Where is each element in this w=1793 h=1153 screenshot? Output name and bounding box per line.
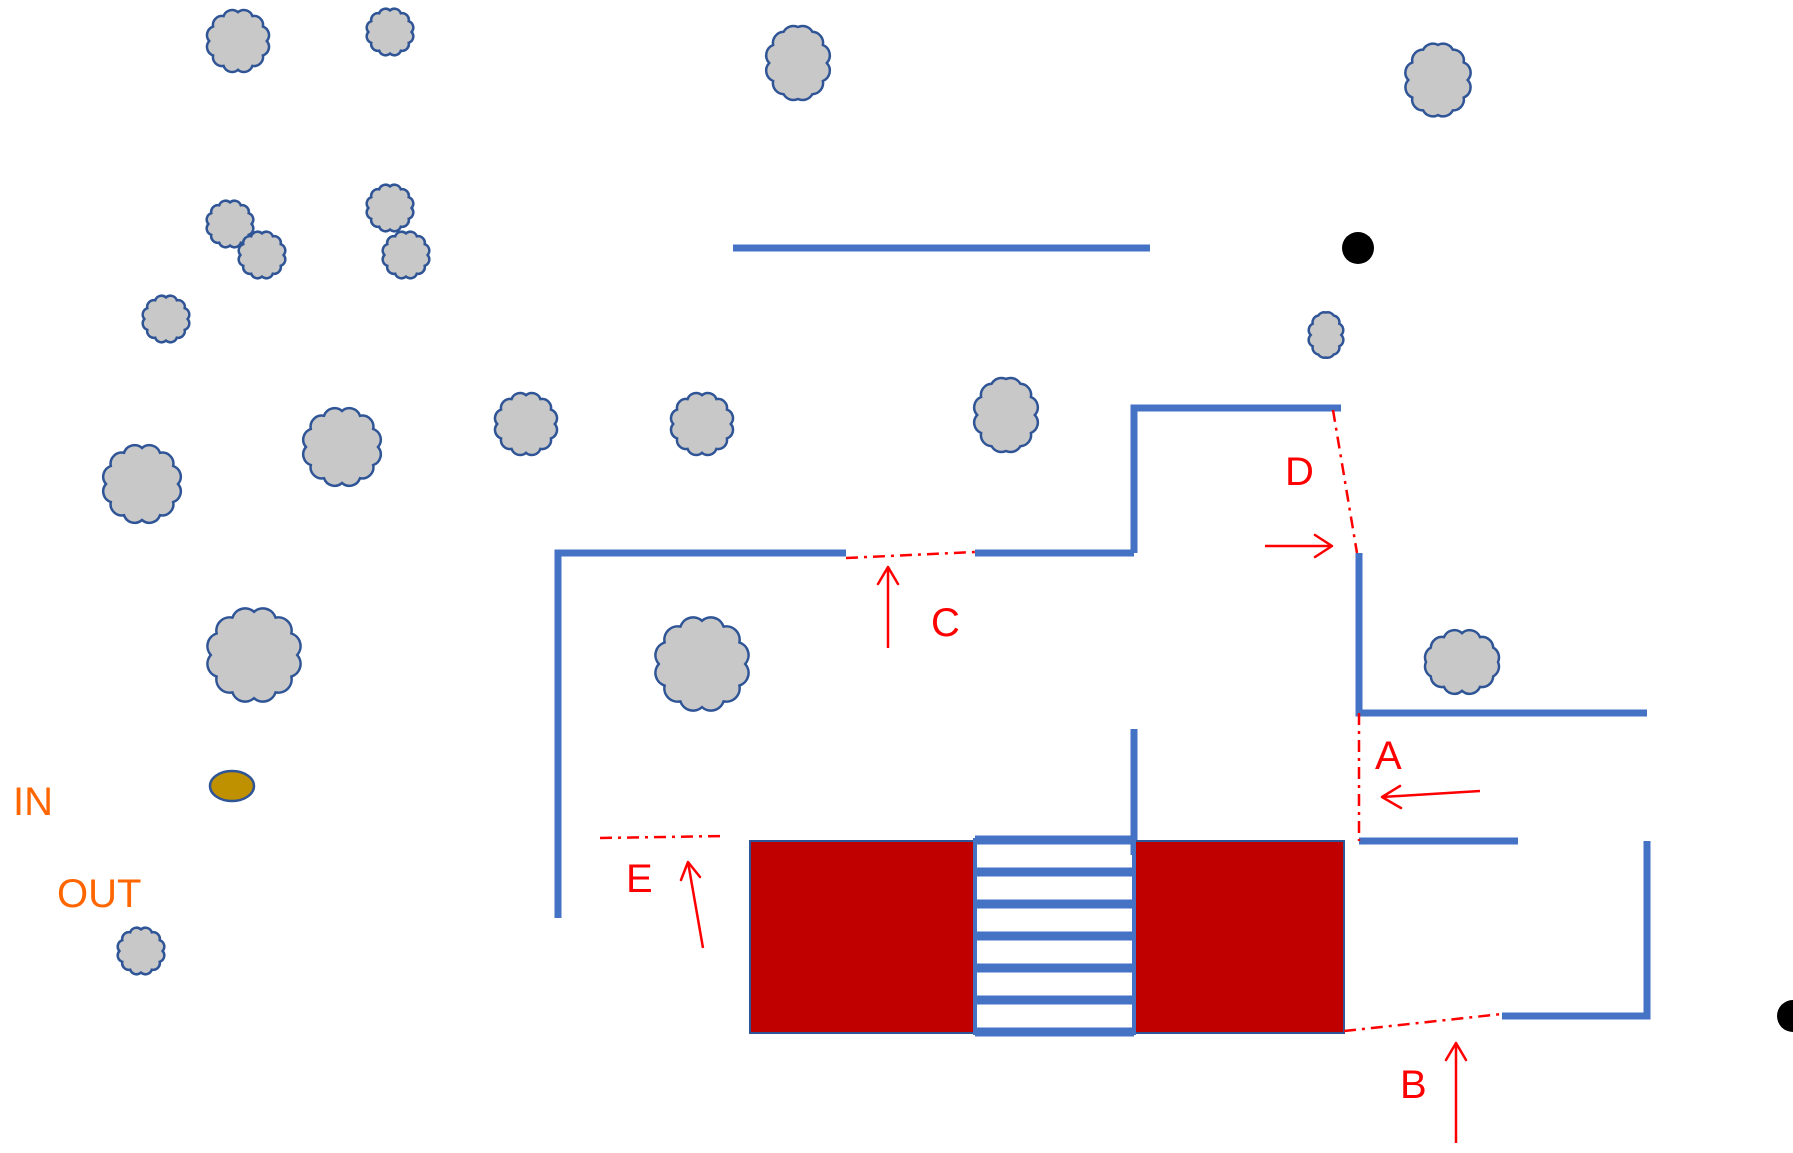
- label-b: B: [1400, 1063, 1427, 1107]
- label-e: E: [626, 857, 653, 901]
- label-out: OUT: [57, 872, 141, 916]
- wall-right-room: [1502, 841, 1651, 1020]
- wall-left-room-top: [554, 549, 846, 918]
- bush-icon: [1307, 311, 1345, 359]
- wall-right-corridor-upper: [1355, 553, 1647, 717]
- bush-icon: [101, 443, 183, 525]
- bush-icon: [493, 391, 559, 457]
- bush-icon: [205, 8, 271, 74]
- bush-icon: [237, 230, 287, 280]
- markers: [208, 232, 1793, 1032]
- label-c: C: [931, 601, 960, 645]
- arrow-a: [1380, 784, 1481, 810]
- bush-icon: [116, 926, 166, 976]
- labels: IN OUT A B C D E: [13, 450, 1427, 1107]
- gap-c: [845, 550, 976, 560]
- bush-icon: [205, 199, 255, 249]
- bush-icon: [764, 24, 832, 102]
- red-block-right: [1133, 840, 1345, 1034]
- bush-icon: [654, 616, 750, 712]
- bush-icon: [972, 376, 1040, 454]
- bush-icon: [669, 391, 735, 457]
- arrow-b: [1444, 1041, 1468, 1143]
- label-in: IN: [13, 780, 53, 824]
- bush-icon: [301, 406, 383, 488]
- arrow-c: [876, 565, 900, 648]
- gap-d: [1331, 409, 1359, 554]
- openings: [599, 409, 1503, 1033]
- gap-b: [1343, 1012, 1503, 1033]
- arrow-e: [679, 860, 705, 949]
- label-d: D: [1285, 450, 1314, 494]
- central-structure: [749, 835, 1345, 1037]
- black-dot-top: [1342, 232, 1374, 264]
- gap-e: [599, 834, 726, 840]
- bush-icon: [1404, 42, 1472, 118]
- black-dot-right: [1777, 1000, 1793, 1032]
- bush-icon: [206, 607, 302, 703]
- red-block-left: [749, 840, 977, 1034]
- bushes: [101, 7, 1501, 976]
- bush-icon: [365, 183, 415, 233]
- arrows: [679, 533, 1481, 1143]
- wall-upper-room: [1130, 404, 1341, 553]
- bush-icon: [365, 7, 415, 57]
- walls: [554, 244, 1651, 1020]
- bush-icon: [381, 230, 431, 280]
- bush-icon: [141, 294, 191, 344]
- arrow-d: [1265, 533, 1334, 559]
- entry-spot: [208, 769, 256, 803]
- bush-icon: [1423, 628, 1501, 696]
- label-a: A: [1375, 734, 1402, 778]
- striped-crossing: [975, 835, 1134, 1037]
